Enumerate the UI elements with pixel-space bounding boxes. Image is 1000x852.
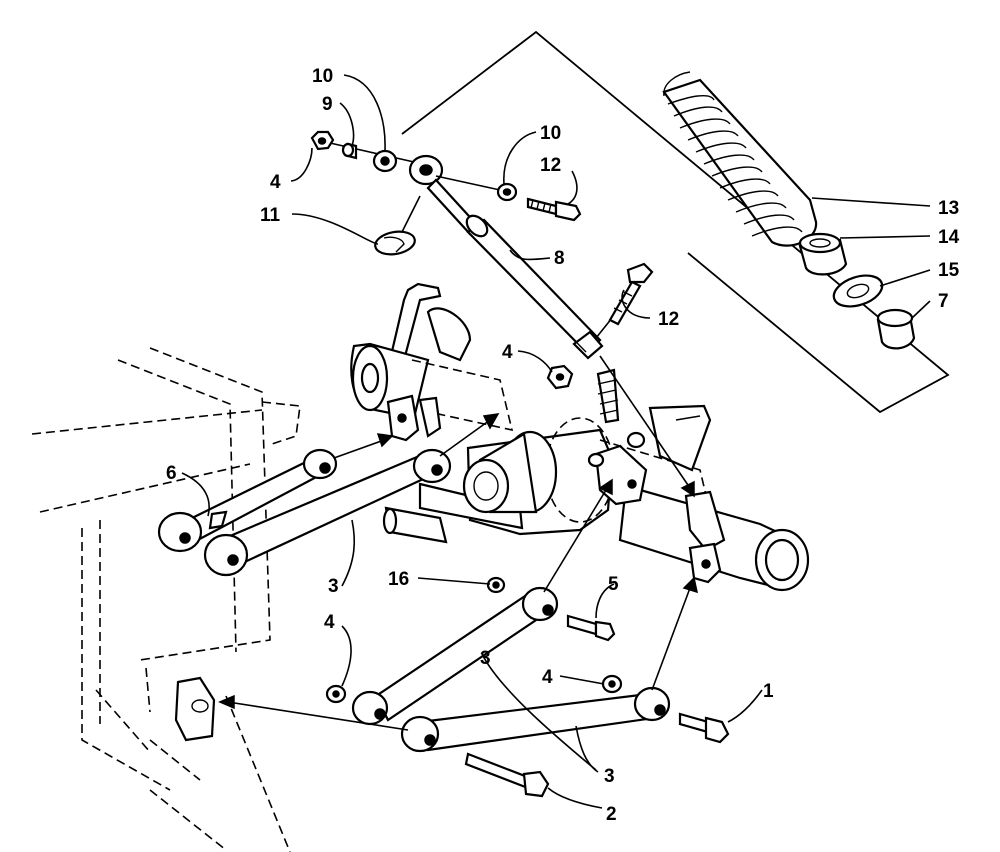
coil-spring (662, 71, 818, 247)
callout-10-top: 10 (312, 66, 333, 87)
lower-washer (374, 195, 421, 256)
bolt-5 (566, 614, 616, 642)
callout-3-upper: 3 (328, 576, 339, 597)
callout-4-top: 4 (270, 172, 281, 193)
nut-16 (486, 576, 506, 594)
callout-4-shock: 4 (502, 342, 513, 363)
leader-lines (181, 74, 931, 809)
upper-shock-bolt (435, 175, 582, 222)
callout-6: 6 (166, 463, 177, 484)
bolt-1 (678, 712, 730, 744)
callout-7: 7 (938, 291, 949, 312)
callout-5: 5 (608, 574, 619, 595)
upper-trailing-arm (157, 448, 338, 553)
callout-2: 2 (606, 804, 617, 825)
inset-box (401, 30, 950, 414)
callout-12-lower: 12 (658, 309, 679, 330)
spring-washer (832, 274, 884, 308)
callout-15: 15 (938, 260, 960, 281)
callout-9: 9 (322, 94, 333, 115)
upper-trailing-arm-2 (203, 448, 452, 577)
bolt-2 (464, 752, 550, 798)
lower-trailing-arm-rear (400, 686, 671, 753)
callout-13: 13 (938, 198, 959, 219)
callout-1: 1 (763, 681, 774, 702)
axle-housing (350, 282, 810, 592)
callout-14: 14 (938, 227, 960, 248)
callout-labels: 1 2 3 3 3 4 4 4 4 5 6 7 8 9 10 10 11 12 … (166, 66, 960, 825)
shock-nut (546, 364, 574, 390)
callout-4-lower-right: 4 (542, 667, 553, 688)
assembly-arrows (218, 355, 699, 731)
lower-shock-bolt (595, 262, 654, 339)
spring-bushing (876, 308, 916, 350)
spring-collar (798, 232, 848, 276)
lower-trailing-arm-front (351, 586, 559, 726)
callout-10-right: 10 (540, 123, 561, 144)
callout-16: 16 (388, 569, 409, 590)
upper-left-hardware (310, 130, 415, 173)
vehicle-frame (31, 347, 301, 852)
nut-4-lower-left (325, 684, 347, 704)
callout-3-lower: 3 (604, 766, 615, 787)
callout-11: 11 (260, 205, 281, 226)
callout-3-middle: 3 (480, 648, 491, 669)
shock-absorber (408, 154, 604, 360)
callout-4-lower-left: 4 (324, 612, 335, 633)
nut-4-lower-right (601, 674, 623, 694)
callout-8: 8 (554, 248, 565, 269)
callout-12-top: 12 (540, 155, 561, 176)
